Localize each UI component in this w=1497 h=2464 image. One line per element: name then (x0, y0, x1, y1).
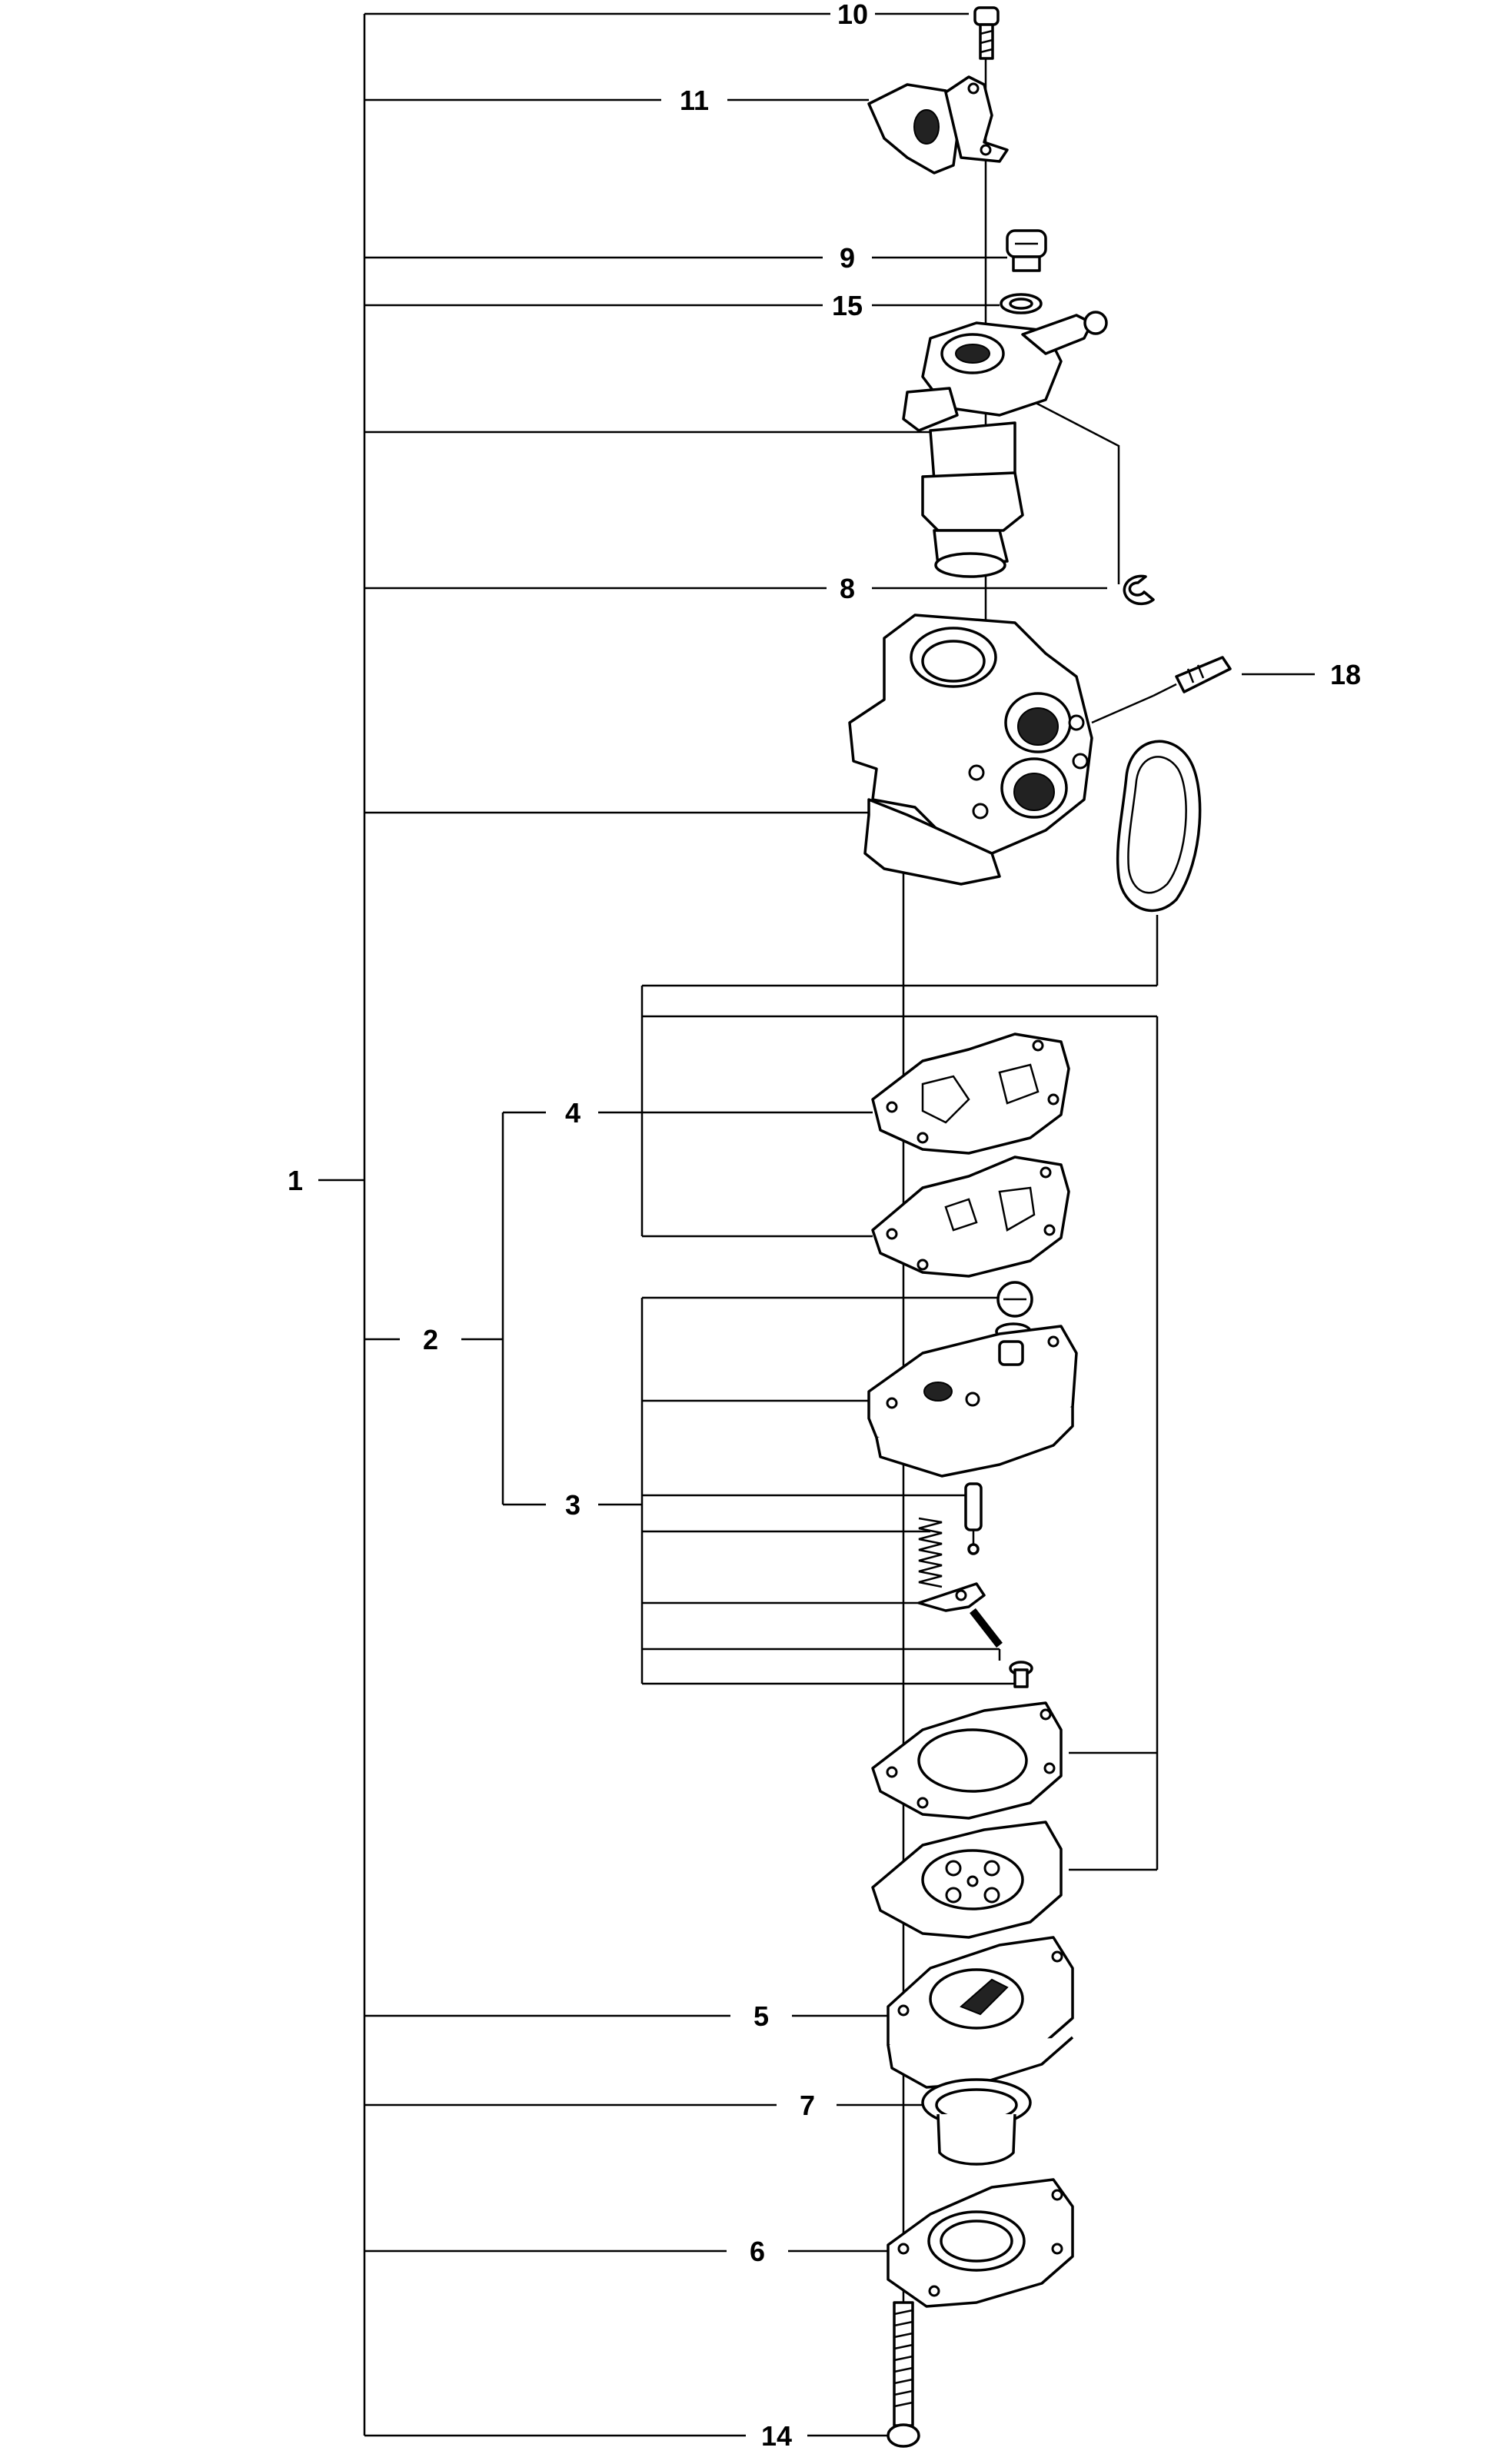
part-15-o-ring (1000, 293, 1043, 314)
part-9-adjuster-screw (1006, 229, 1047, 272)
callout-2: 2 (423, 1324, 438, 1355)
callout-1: 1 (288, 1165, 303, 1196)
callout-11: 11 (680, 85, 709, 116)
part-18-needle (1091, 656, 1232, 724)
leader-lines (318, 12, 1315, 2437)
part-3-screw (1009, 1661, 1033, 1688)
part-gasket-pump (871, 1701, 1063, 1820)
part-throttle-body (902, 311, 1108, 578)
callout-9: 9 (840, 242, 855, 274)
part-3-spring (918, 1517, 943, 1588)
callout-10: 10 (837, 0, 868, 30)
callout-8: 8 (840, 573, 855, 604)
part-diaphragm (871, 1821, 1063, 1939)
callout-6: 6 (750, 2236, 765, 2267)
callout-18: 18 (1330, 659, 1361, 690)
part-8-clip (1123, 574, 1155, 606)
part-4-gasket-upper (871, 1032, 1070, 1155)
part-gasket-ring (1116, 740, 1202, 913)
callout-4: 4 (565, 1097, 581, 1129)
part-5-cover (887, 1936, 1074, 2089)
part-6-plate (887, 2178, 1074, 2308)
part-3-cover (867, 1281, 1078, 1478)
callout-5: 5 (753, 2000, 769, 2032)
part-10-screw (973, 6, 1000, 60)
part-4-gasket-lower (871, 1156, 1070, 1278)
callout-14: 14 (761, 2420, 792, 2452)
part-3-needle-valve (964, 1482, 983, 1555)
part-14-long-screw (887, 2301, 920, 2448)
part-7-cup (921, 2078, 1032, 2166)
callout-labels: 1 2 3 4 5 6 7 8 9 10 11 14 15 18 (288, 0, 1361, 2452)
part-3-lever (917, 1582, 986, 1612)
part-3-pin (970, 1608, 1003, 1648)
callout-7: 7 (800, 2090, 815, 2121)
part-11-bracket (867, 75, 1009, 175)
callout-15: 15 (832, 290, 863, 321)
part-carburetor-body (848, 614, 1093, 886)
callout-3: 3 (565, 1489, 581, 1521)
